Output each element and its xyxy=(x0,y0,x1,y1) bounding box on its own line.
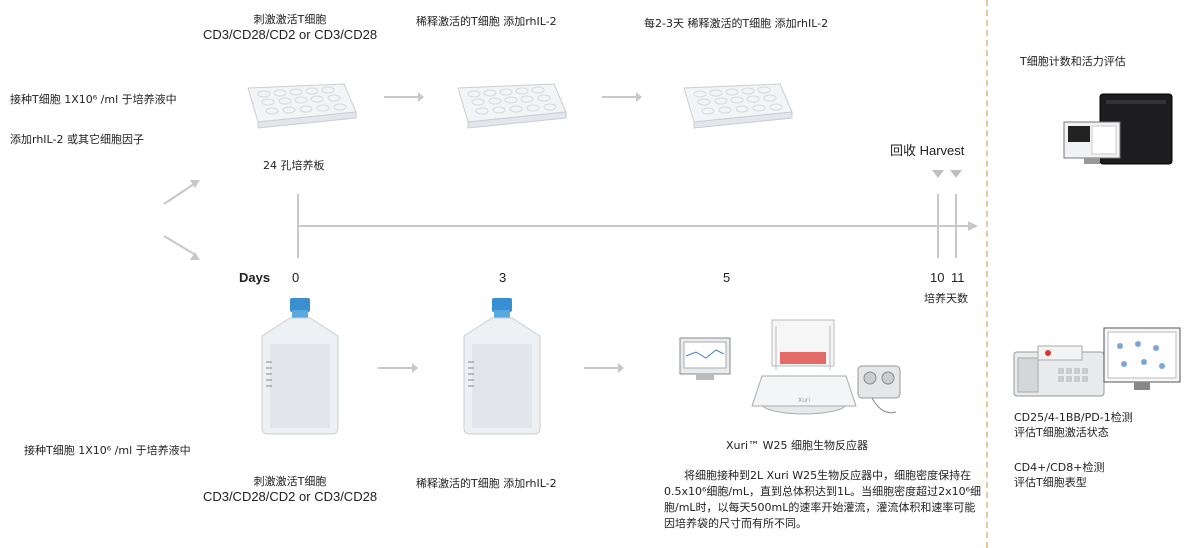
phenotype-assay-line1: CD4+/CD8+检测 xyxy=(1014,461,1105,474)
bottom-arrow-1 xyxy=(378,363,418,373)
culture-flask-image-2 xyxy=(463,298,541,435)
activation-assay-line2: 评估T细胞激活状态 xyxy=(1014,426,1109,439)
harvest-label: 回收 Harvest xyxy=(890,143,965,158)
top-step1-title: 刺激激活T细胞 CD3/CD28/CD2 or CD3/CD28 xyxy=(200,12,380,42)
top-step1-line2: CD3/CD28/CD2 or CD3/CD28 xyxy=(202,27,378,42)
activation-assay: CD25/4-1BB/PD-1检测 评估T细胞激活状态 xyxy=(1014,410,1133,440)
day-tick-3: 3 xyxy=(499,270,507,285)
day-tick-10: 10 xyxy=(930,270,945,285)
bottom-left-seed: 接种T细胞 1X10⁶ /ml 于培养液中 xyxy=(24,444,191,457)
top-arrow-1 xyxy=(384,92,424,102)
day-tick-0: 0 xyxy=(292,270,300,285)
well-plate-image-2 xyxy=(457,83,567,129)
bottom-step2-title: 稀释激活的T细胞 添加rhIL-2 xyxy=(416,477,557,490)
culture-days-label: 培养天数 xyxy=(924,292,968,305)
phenotype-assay: CD4+/CD8+检测 评估T细胞表型 xyxy=(1014,460,1104,490)
bioreactor-description: 将细胞接种到2L Xuri W25生物反应器中，细胞密度保持在0.5x10⁶细胞… xyxy=(664,469,982,530)
well-plate-image-1 xyxy=(247,83,357,129)
top-step3-title: 每2-3天 稀释激活的T细胞 添加rhIL-2 xyxy=(644,17,829,30)
bioreactor-label: Xuri™ W25 细胞生物反应器 xyxy=(726,439,868,452)
top-arrow-2 xyxy=(602,92,642,102)
branch-arrow-down xyxy=(163,235,200,260)
top-left-cytokine: 添加rhIL-2 或其它细胞因子 xyxy=(10,133,144,146)
svg-text:Xuri: Xuri xyxy=(798,397,810,404)
top-step2-title: 稀释激活的T细胞 添加rhIL-2 xyxy=(416,15,557,28)
branch-arrow-up xyxy=(163,180,200,205)
top-left-seed: 接种T细胞 1X10⁶ /ml 于培养液中 xyxy=(10,93,177,106)
bioreactor-image: Xuri xyxy=(679,319,901,415)
harvest-marker-10 xyxy=(932,170,944,178)
flow-cytometer-image xyxy=(1013,327,1181,397)
cell-count-title: T细胞计数和活力评估 xyxy=(1020,55,1126,68)
bottom-arrow-2 xyxy=(584,363,624,373)
culture-flask-image-1 xyxy=(261,298,339,435)
phenotype-assay-line2: 评估T细胞表型 xyxy=(1014,476,1087,489)
bottom-step1-line2: CD3/CD28/CD2 or CD3/CD28 xyxy=(202,489,378,504)
day-tick-11: 11 xyxy=(951,270,965,285)
activation-assay-line1: CD25/4-1BB/PD-1检测 xyxy=(1014,411,1133,424)
cell-counter-image xyxy=(1063,93,1173,165)
bottom-step1-title: 刺激激活T细胞 CD3/CD28/CD2 or CD3/CD28 xyxy=(200,474,380,504)
harvest-marker-11 xyxy=(950,170,962,178)
section-divider xyxy=(986,0,988,548)
day-tick-5: 5 xyxy=(723,270,731,285)
plate-label: 24 孔培养板 xyxy=(263,159,325,172)
days-label: Days xyxy=(239,270,271,285)
timeline xyxy=(297,170,978,258)
top-step1-line1: 刺激激活T细胞 xyxy=(253,13,327,26)
well-plate-image-3 xyxy=(683,83,793,129)
bottom-step1-line1: 刺激激活T细胞 xyxy=(253,475,327,488)
